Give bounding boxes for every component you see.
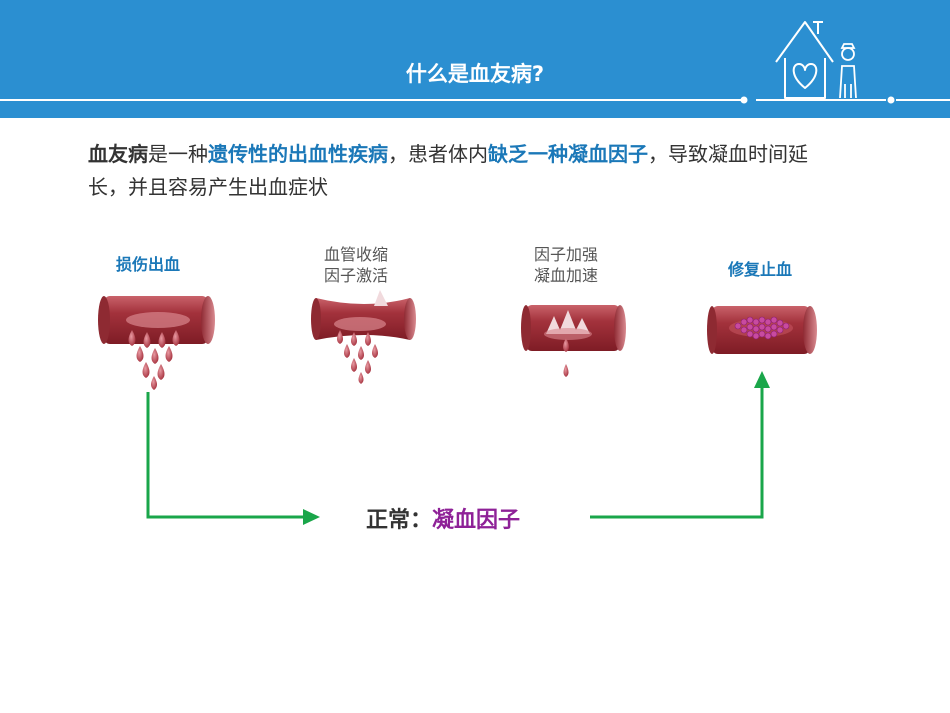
stage-4-line1: 修复止血 <box>727 260 792 279</box>
arrow-up-head <box>754 371 770 388</box>
arrow-right-path <box>590 386 764 519</box>
header-decoration <box>0 21 950 104</box>
intro-text-3: ，导致凝血时间延长，并且容易产生出血症状 <box>88 142 808 199</box>
clotting-factor-text: 凝血因子 <box>432 508 521 533</box>
intro-text-2: ，患者体内 <box>388 142 488 166</box>
vessel-repaired-illustration <box>707 306 817 354</box>
stage-2-label: 血管收缩 因子激活 <box>306 244 406 286</box>
stage-1-label: 损伤出血 <box>98 254 198 275</box>
header-banner: 什么是血友病? <box>0 0 950 118</box>
stage-3-line2: 凝血加速 <box>533 266 598 285</box>
intro-paragraph: 血友病是一种遗传性的出血性疾病，患者体内缺乏一种凝血因子，导致凝血时间延长，并且… <box>88 138 828 204</box>
vessel-injury-illustration <box>98 296 215 390</box>
nurse-icon <box>839 43 857 99</box>
normal-prefix: 正常： <box>366 508 433 533</box>
stage-2-line1: 血管收缩 <box>323 245 388 264</box>
normal-clotting-factor-label: 正常：凝血因子 <box>366 502 520 534</box>
arrow-right-head <box>303 509 320 525</box>
arrow-left-path <box>146 392 305 519</box>
stage-1-line1: 损伤出血 <box>115 255 180 274</box>
intro-highlight-2: 缺乏一种凝血因子 <box>488 142 648 166</box>
intro-highlight-1: 遗传性的出血性疾病 <box>208 142 388 166</box>
stage-4-label: 修复止血 <box>710 259 810 280</box>
house-heart-icon <box>775 21 834 99</box>
page-title: 什么是血友病? <box>405 62 545 86</box>
stage-3-label: 因子加强 凝血加速 <box>516 244 616 286</box>
vessel-clotting-illustration <box>521 305 626 377</box>
stage-2-line2: 因子激活 <box>323 266 388 285</box>
stage-3-line1: 因子加强 <box>533 245 598 264</box>
vessel-constriction-illustration <box>311 290 416 384</box>
intro-text-1: 是一种 <box>148 142 208 166</box>
intro-term: 血友病 <box>88 142 148 166</box>
